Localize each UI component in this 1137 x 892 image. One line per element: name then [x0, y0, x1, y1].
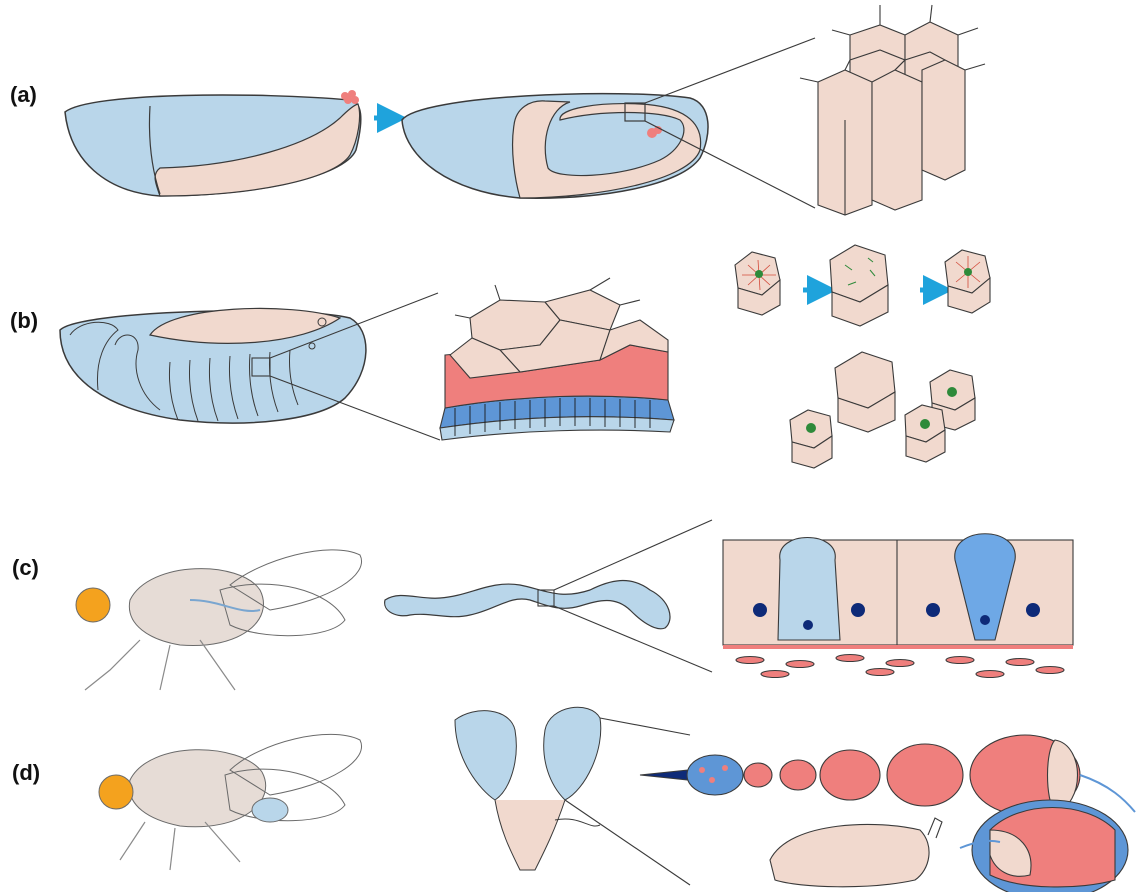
ovariole-egg-chambers — [640, 735, 1135, 892]
embryo-b — [60, 308, 366, 423]
amnioserosa-cells — [440, 278, 674, 440]
fly-d — [99, 734, 362, 870]
gut-c — [385, 581, 670, 629]
embryo-a2 — [402, 94, 708, 199]
panel-b — [60, 245, 990, 468]
panel-a — [65, 5, 985, 215]
panel-d — [99, 707, 1135, 892]
cell-pulse-series — [735, 245, 990, 468]
panel-c — [76, 520, 1073, 690]
midgut-epithelium — [723, 534, 1073, 678]
ovaries-d — [455, 707, 601, 870]
fly-c — [76, 550, 362, 690]
epithelial-cells-a — [800, 5, 985, 215]
embryo-a1 — [65, 90, 361, 196]
